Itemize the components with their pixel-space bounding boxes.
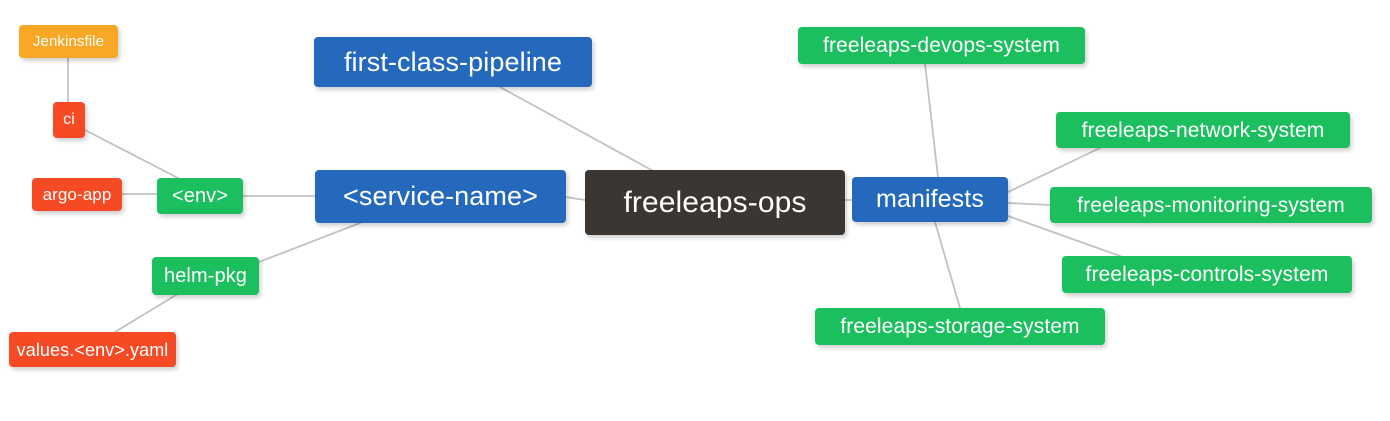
edge-freeleaps-ops-to-service-name xyxy=(565,196,586,201)
node-freeleaps-controls-system[interactable]: freeleaps-controls-system xyxy=(1062,256,1352,293)
node-manifests[interactable]: manifests xyxy=(852,177,1008,222)
node-freeleaps-ops[interactable]: freeleaps-ops xyxy=(585,170,845,235)
node-jenkinsfile[interactable]: Jenkinsfile xyxy=(19,25,118,58)
node-freeleaps-storage-system[interactable]: freeleaps-storage-system xyxy=(815,308,1105,345)
node-freeleaps-devops-system[interactable]: freeleaps-devops-system xyxy=(798,27,1085,64)
node-helm-pkg[interactable]: helm-pkg xyxy=(152,257,259,295)
edge-env-to-ci xyxy=(84,129,179,179)
node-first-class-pipeline[interactable]: first-class-pipeline xyxy=(314,37,592,87)
node-ci[interactable]: ci xyxy=(53,102,85,138)
node-argo-app[interactable]: argo-app xyxy=(32,178,122,211)
edge-manifests-to-freeleaps-monitoring-system xyxy=(1007,202,1051,206)
edge-freeleaps-ops-to-first-class-pipeline xyxy=(499,86,656,173)
edge-manifests-to-freeleaps-devops-system xyxy=(924,63,939,178)
edge-manifests-to-freeleaps-storage-system xyxy=(934,221,961,309)
edge-manifests-to-freeleaps-network-system xyxy=(1007,147,1101,193)
edge-helm-pkg-to-values-yaml xyxy=(114,294,177,333)
edge-service-name-to-helm-pkg xyxy=(258,222,361,263)
node-service-name[interactable]: <service-name> xyxy=(315,170,566,223)
node-values-yaml[interactable]: values.<env>.yaml xyxy=(9,332,176,367)
node-freeleaps-monitoring-system[interactable]: freeleaps-monitoring-system xyxy=(1050,187,1372,223)
node-env[interactable]: <env> xyxy=(157,178,243,214)
node-freeleaps-network-system[interactable]: freeleaps-network-system xyxy=(1056,112,1350,148)
